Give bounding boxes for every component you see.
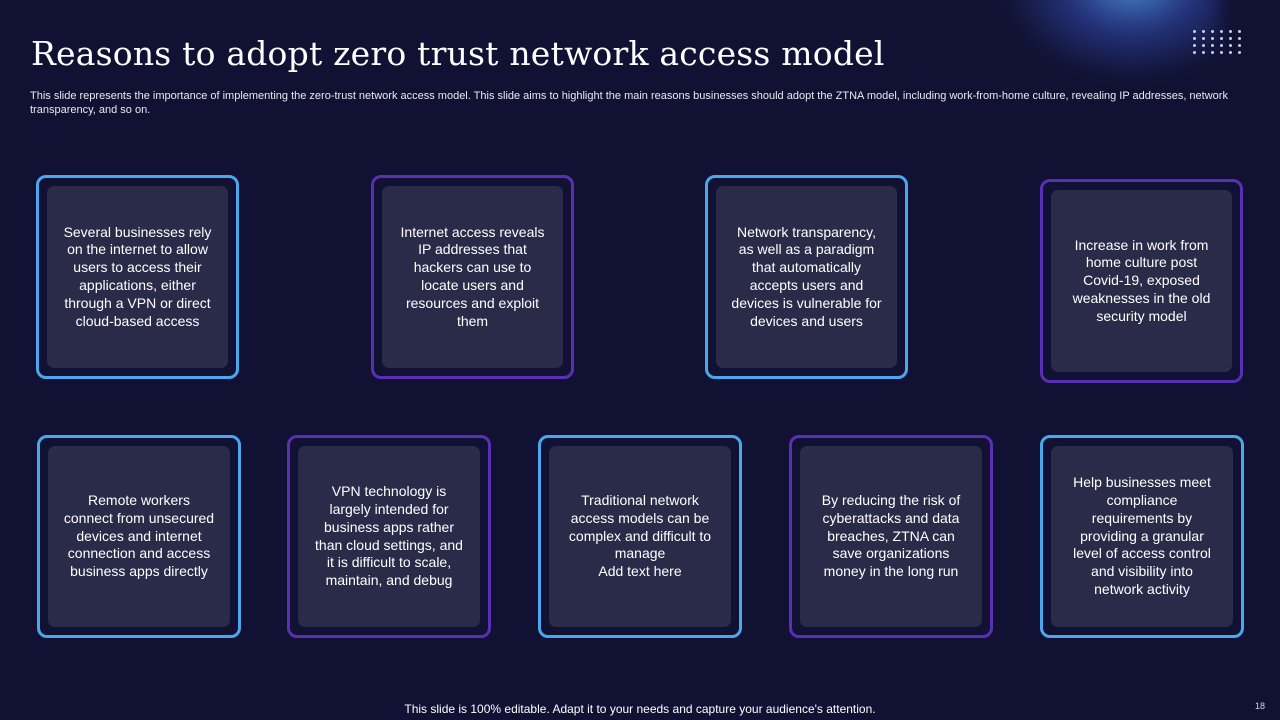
reason-card-body: By reducing the risk of cyberattacks and… — [800, 446, 982, 627]
reason-card-body: Several businesses rely on the internet … — [47, 186, 228, 368]
reason-card-text: Internet access reveals IP addresses tha… — [400, 223, 545, 329]
reason-card-body: VPN technology is largely intended for b… — [298, 446, 480, 627]
reason-card-text: Remote workers connect from unsecured de… — [63, 492, 215, 580]
reason-card-8: By reducing the risk of cyberattacks and… — [789, 435, 993, 638]
corner-glow — [1000, 0, 1220, 80]
reason-card-7: Traditional network access models can be… — [538, 435, 742, 638]
reason-card-body: Help businesses meet compliance requirem… — [1051, 446, 1233, 627]
reason-card-text: Help businesses meet compliance requirem… — [1073, 474, 1211, 597]
reason-card-text: Several businesses rely on the internet … — [63, 223, 212, 329]
reason-card-6: VPN technology is largely intended for b… — [287, 435, 491, 638]
reason-card-text: Traditional network access models can be… — [568, 492, 712, 580]
reason-card-9: Help businesses meet compliance requirem… — [1040, 435, 1244, 638]
slide-footer: This slide is 100% editable. Adapt it to… — [404, 702, 876, 716]
slide-title: Reasons to adopt zero trust network acce… — [31, 34, 885, 73]
reason-card-text: VPN technology is largely intended for b… — [315, 483, 463, 589]
reason-card-text: By reducing the risk of cyberattacks and… — [821, 492, 961, 580]
reason-card-text: Network transparency, as well as a parad… — [731, 223, 882, 329]
reason-card-body: Traditional network access models can be… — [549, 446, 731, 627]
reason-card-3: Network transparency, as well as a parad… — [705, 175, 908, 379]
reason-card-4: Increase in work from home culture post … — [1040, 179, 1243, 383]
dot-grid-decoration — [1193, 30, 1242, 54]
page-number: 18 — [1255, 701, 1266, 711]
slide-subtitle: This slide represents the importance of … — [30, 90, 1228, 116]
reason-card-1: Several businesses rely on the internet … — [36, 175, 239, 379]
reason-card-5: Remote workers connect from unsecured de… — [37, 435, 241, 638]
reason-card-2: Internet access reveals IP addresses tha… — [371, 175, 574, 379]
reason-card-body: Internet access reveals IP addresses tha… — [382, 186, 563, 368]
reason-card-body: Increase in work from home culture post … — [1051, 190, 1232, 372]
reason-card-body: Network transparency, as well as a parad… — [716, 186, 897, 368]
reason-card-text: Increase in work from home culture post … — [1072, 236, 1211, 324]
reason-card-body: Remote workers connect from unsecured de… — [48, 446, 230, 627]
